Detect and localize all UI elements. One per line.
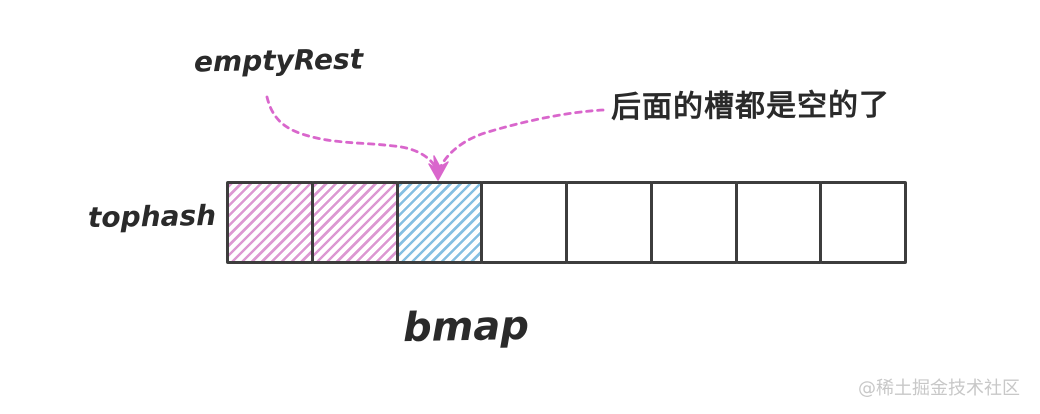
tophash-label: tophash <box>87 198 217 235</box>
watermark-text: @稀土掘金技术社区 <box>858 378 1020 399</box>
emptyrest-label: emptyRest <box>193 42 364 79</box>
bucket-cell-8-empty <box>820 181 907 264</box>
bucket-cell-5-empty <box>566 181 653 264</box>
bucket-cell-6-empty <box>650 181 738 264</box>
bmap-label: bmap <box>402 302 530 352</box>
arrowhead-icon <box>428 155 449 181</box>
bucket-cell-2-pink <box>311 181 399 264</box>
bucket-cell-1-pink <box>226 181 314 264</box>
bucket-cell-7-empty <box>735 181 823 264</box>
bucket-cell-4-empty <box>481 181 568 264</box>
annotation-text: 后面的槽都是空的了 <box>610 87 891 126</box>
emptyrest-arrow-curve <box>265 95 439 172</box>
annotation-arrow-curve <box>438 108 605 170</box>
bucket-cell-3-blue <box>396 181 484 264</box>
bucket-cells-row <box>226 181 907 264</box>
